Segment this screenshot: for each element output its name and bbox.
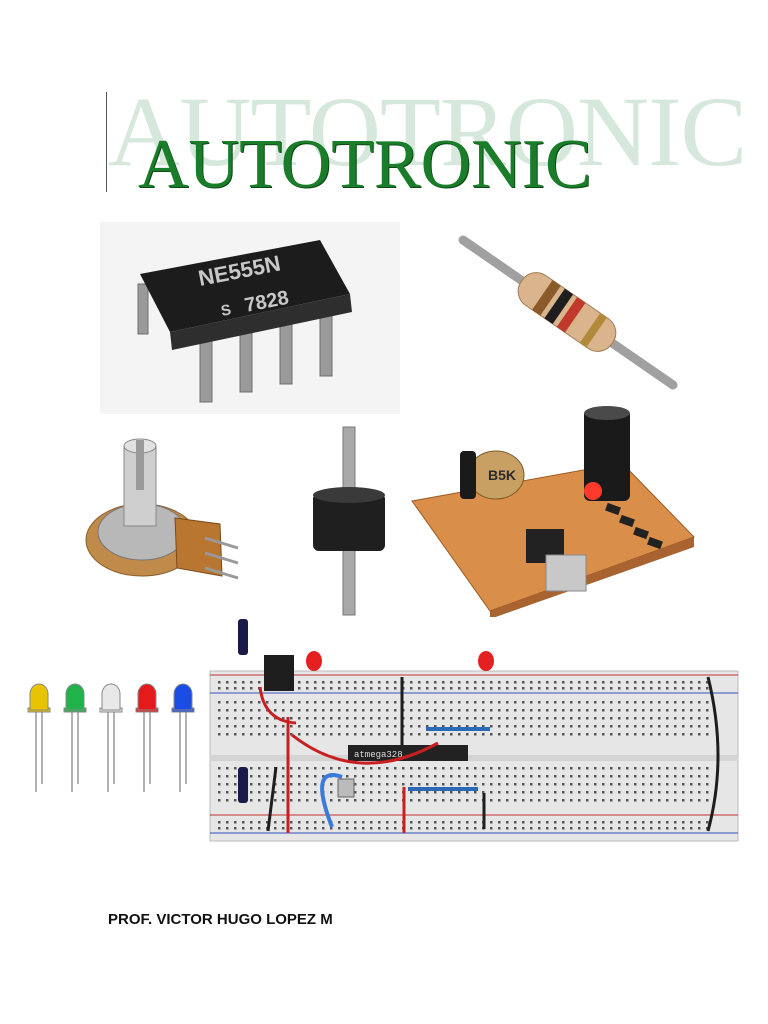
ferrite-bead-image [305,425,395,620]
led-3 [99,683,123,792]
led-group [27,683,195,792]
pcb-pot-label: B5K [488,467,516,483]
led-2 [63,683,87,792]
led-set-image [25,680,200,800]
potentiometer-image [80,428,245,590]
title-divider-line [106,92,107,192]
led-1 [27,683,51,792]
ic-chip-image: NE555N S 7828 [100,222,400,414]
breadboard-holes [218,681,709,830]
title-watermark: AUTOTRONIC [108,76,747,187]
document-title: AUTOTRONIC [138,126,592,203]
led-5 [171,683,195,792]
led-4 [135,683,159,792]
ic-logo: S [220,301,233,320]
circuit-board-image: B5K [408,405,698,617]
resistor-image [455,230,680,395]
breadboard-image: atmega328 [208,617,740,845]
author-name: PROF. VICTOR HUGO LOPEZ M [108,911,333,928]
breadboard-chip-label: atmega328 [354,750,403,760]
